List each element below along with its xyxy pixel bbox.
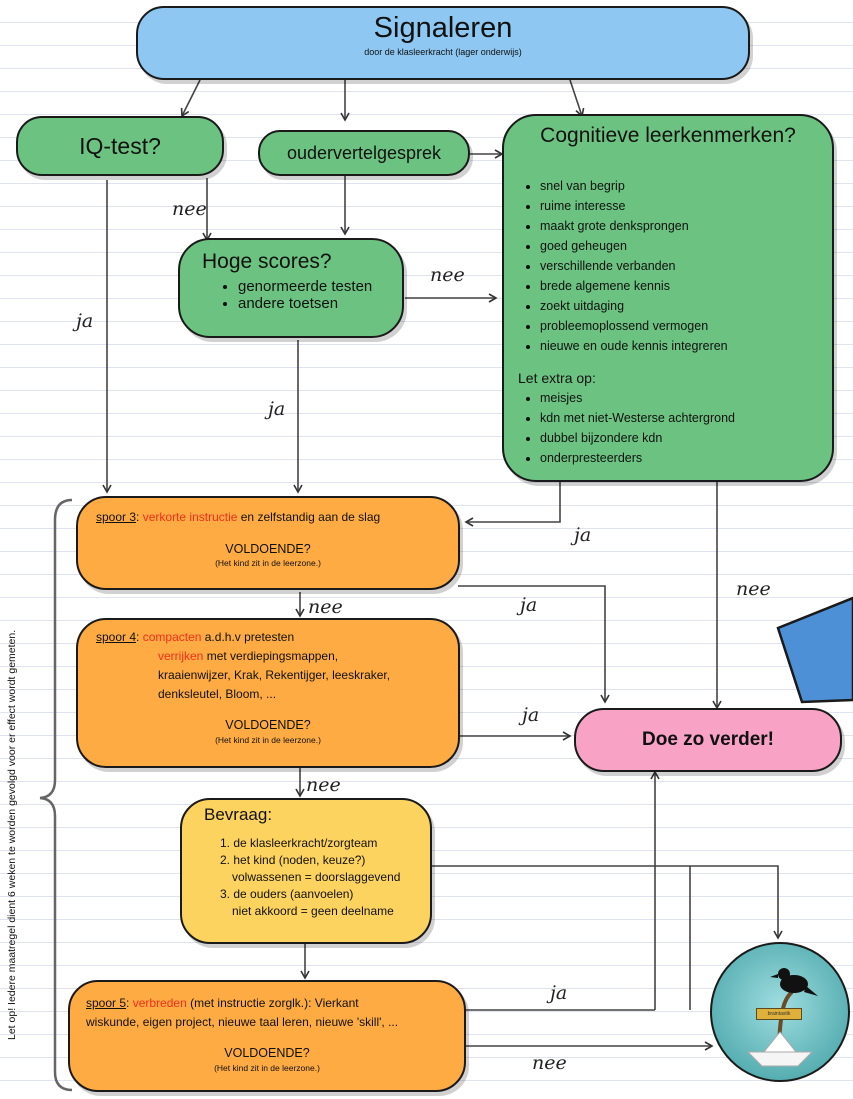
hoge-scores-box: Hoge scores? genormeerde testen andere t… (178, 238, 404, 338)
spoor-3-label: spoor 3 (96, 510, 137, 524)
bevraag-line-3b: niet akkoord = geen deelname (232, 904, 394, 918)
cognitieve-leerkenmerken-box: Cognitieve leerkenmerken? snel van begri… (502, 114, 834, 482)
nee-label: nee (308, 596, 343, 618)
signaleren-title: Signaleren (373, 12, 513, 44)
spoor-5-box: spoor 5: verbreden (met instructie zorgl… (68, 980, 466, 1092)
spoor-5-line-2: wiskunde, eigen project, nieuwe taal ler… (86, 1015, 399, 1029)
hoge-scores-item: andere toetsen (238, 295, 402, 312)
let-extra-op-title: Let extra op: (518, 370, 596, 386)
oudervertelgesprek-box: oudervertelgesprek (258, 130, 470, 176)
nee-label: nee (306, 774, 341, 796)
spoor-4-text-2: met verdiepingsmappen, (203, 649, 339, 663)
spoor-4-red-text: compacten (142, 630, 202, 644)
ja-label: ja (268, 398, 286, 420)
oudervertelgesprek-label: oudervertelgesprek (286, 142, 442, 163)
spoor-5-question: VOLDOENDE? (224, 1046, 310, 1060)
spoor-3-text: en zelfstandig aan de slag (237, 510, 381, 524)
ja-label: ja (522, 704, 540, 726)
iq-test-box: IQ-test? (16, 116, 224, 176)
spoor-4-note: (Het kind zit in de leerzone.) (215, 735, 321, 745)
brace (39, 498, 73, 1092)
spoor-4-line-4: denksleutel, Bloom, ... (158, 687, 277, 701)
let-extra-op-item: kdn met niet-Westerse achtergrond (540, 408, 832, 428)
cognitieve-item: goed geheugen (540, 236, 832, 256)
side-note: Let op! Iedere maatregel dient 6 weken t… (6, 629, 18, 1040)
iq-test-label: IQ-test? (79, 132, 161, 159)
let-extra-op-item: onderpresteerders (540, 448, 832, 468)
cognitieve-item: snel van begrip (540, 176, 832, 196)
spoor-4-question: VOLDOENDE? (225, 718, 311, 732)
doe-zo-verder-label: Doe zo verder! (642, 729, 774, 750)
bevraag-line-2: 2. het kind (noden, keuze?) (220, 853, 366, 867)
braintastik-label: braintastik (756, 1008, 802, 1020)
spoor-4-label: spoor 4 (96, 630, 137, 644)
spoor-4-red-text-2: verrijken (158, 649, 204, 663)
cognitieve-item: verschillende verbanden (540, 256, 832, 276)
spoor-3-note: (Het kind zit in de leerzone.) (215, 558, 321, 568)
spoor-5-note: (Het kind zit in de leerzone.) (214, 1063, 320, 1073)
ja-label: ja (520, 594, 538, 616)
cognitieve-item: nieuwe en oude kennis integreren (540, 336, 832, 356)
bevraag-title: Bevraag: (204, 805, 273, 824)
cognitieve-item: ruime interesse (540, 196, 832, 216)
bevraag-line-2b: volwassenen = doorslaggevend (232, 870, 401, 884)
cognitieve-item: probleemoplossend vermogen (540, 316, 832, 336)
spoor-3-red-text: verkorte instructie (142, 510, 238, 524)
hoge-scores-title: Hoge scores? (202, 250, 332, 273)
spoor-3-colon: : (136, 510, 140, 524)
ja-label: ja (550, 982, 568, 1004)
nee-label: nee (172, 198, 207, 220)
nee-label: nee (532, 1052, 567, 1074)
spoor-5-colon: : (126, 996, 130, 1010)
signaleren-subtitle: door de klasleerkracht (lager onderwijs) (364, 47, 522, 57)
ja-label: ja (574, 524, 592, 546)
spoor-3-question: VOLDOENDE? (225, 542, 311, 556)
spoor-4-box: spoor 4: compacten a.d.h.v pretesten ver… (76, 618, 460, 768)
bevraag-line-3: 3. de ouders (aanvoelen) (220, 887, 354, 901)
cognitieve-item: zoekt uitdaging (540, 296, 832, 316)
doe-zo-verder-box: Doe zo verder! (574, 708, 842, 772)
bevraag-line-1: 1. de klasleerkracht/zorgteam (220, 836, 378, 850)
spoor-5-text: (met instructie zorglk.): Vierkant (186, 996, 359, 1010)
spoor-5-red-text: verbreden (132, 996, 187, 1010)
spoor-4-line-3: kraaienwijzer, Krak, Rekentijger, leeskr… (158, 668, 391, 682)
spoor-4-colon: : (136, 630, 140, 644)
signaleren-box: Signaleren door de klasleerkracht (lager… (136, 6, 750, 80)
let-extra-op-item: dubbel bijzondere kdn (540, 428, 832, 448)
nee-label: nee (430, 264, 465, 286)
spoor-4-text: a.d.h.v pretesten (201, 630, 295, 644)
cognitieve-item: maakt grote denksprongen (540, 216, 832, 236)
nee-label: nee (736, 578, 771, 600)
bevraag-box: Bevraag: 1. de klasleerkracht/zorgteam 2… (180, 798, 432, 944)
cognitieve-title: Cognitieve leerkenmerken? (540, 124, 796, 147)
hoge-scores-item: genormeerde testen (238, 278, 402, 295)
let-extra-op-item: meisjes (540, 388, 832, 408)
decorative-blue-shape (776, 596, 853, 704)
cognitieve-item: brede algemene kennis (540, 276, 832, 296)
spoor-5-label: spoor 5 (86, 996, 127, 1010)
spoor-3-box: spoor 3: verkorte instructie en zelfstan… (76, 496, 460, 590)
braintastik-logo: braintastik (710, 942, 850, 1082)
ja-label: ja (76, 310, 94, 332)
